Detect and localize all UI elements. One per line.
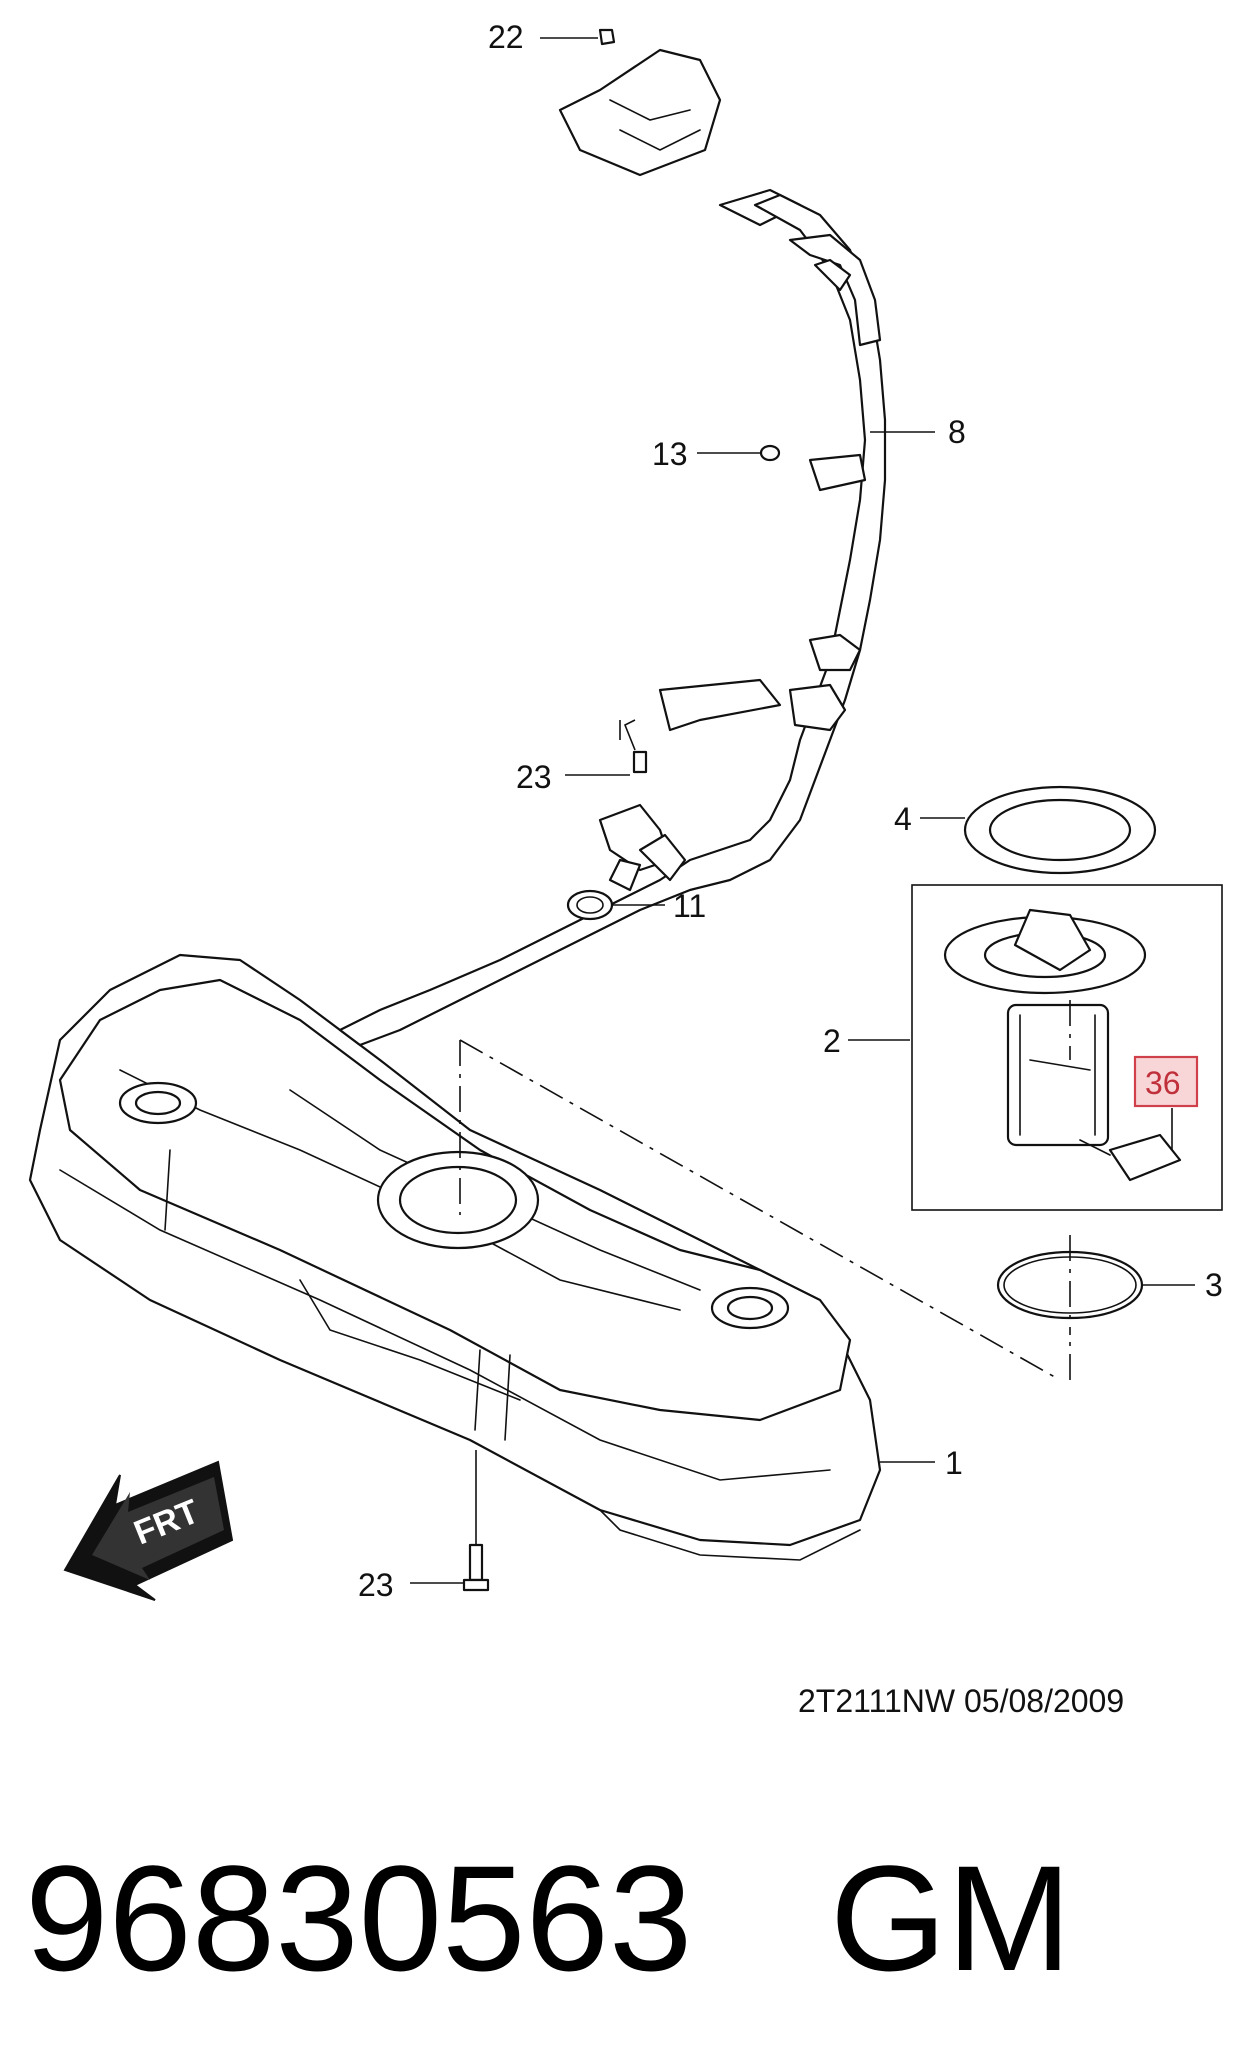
callout-8[interactable]: 8 [948,414,966,450]
callout-1[interactable]: 1 [945,1445,963,1481]
callout-3[interactable]: 3 [1205,1267,1223,1303]
lock-ring [963,785,1157,875]
bolt-22 [598,28,616,46]
callout-13[interactable]: 13 [652,436,688,472]
callout-23-upper[interactable]: 23 [516,759,552,795]
drawing-reference: 2T2111NW 05/08/2009 [798,1683,1125,1719]
bracket-guide [619,719,636,751]
callout-36[interactable]: 36 [1145,1065,1181,1101]
callout-2[interactable]: 2 [823,1023,841,1059]
front-direction-arrow: FRT [63,1460,234,1601]
part-number: 96830563 [25,1834,693,2002]
bolt-23-lower [462,1543,490,1592]
fuel-tank [28,953,882,1561]
filler-pipe [338,48,887,1047]
callout-11[interactable]: 11 [673,888,706,924]
bolt-23-upper [632,750,648,774]
assembly-axis-module [459,1039,1061,1381]
brand-name: GM [830,1834,1072,2002]
fuel-pump-module [911,884,1223,1211]
callout-4[interactable]: 4 [894,801,912,837]
nut-13 [759,444,781,462]
callout-22[interactable]: 22 [488,19,524,55]
callout-23-lower[interactable]: 23 [358,1567,394,1603]
callout-36-box[interactable] [1133,1055,1199,1108]
hose-clamp [566,889,614,921]
